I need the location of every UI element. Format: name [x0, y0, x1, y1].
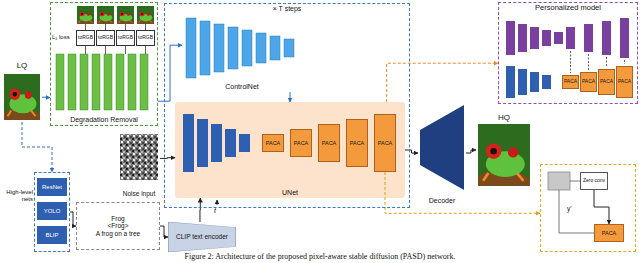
node-label: <Frog>	[108, 222, 129, 229]
connector	[160, 157, 175, 159]
connector	[158, 45, 182, 101]
unet: UNet PACA PACA PACA PACA PACA	[175, 102, 405, 198]
degradation-layers	[56, 6, 154, 110]
torgb-box: toRGB	[116, 30, 135, 46]
model-group: Personalized modelPACA PACA PACA PACA	[498, 2, 638, 104]
paca-block: PACA	[580, 72, 597, 92]
decoder: Decoder	[418, 100, 466, 206]
connector	[466, 150, 476, 153]
paca-block: PACA	[290, 129, 312, 157]
torgb-box: toRGB	[76, 30, 95, 46]
node-label: ControlNet	[225, 83, 258, 91]
network-box: BLIP	[37, 226, 67, 244]
loop-group: × T stepsControlNetUNet PACA PACA PACA PACA P…	[164, 3, 410, 208]
controlnet-layers	[186, 18, 294, 78]
node-label: A frog on a tree	[96, 230, 140, 237]
node-label: Decoder	[429, 197, 455, 205]
node-label: y'	[567, 205, 572, 212]
network-box: ResNet	[37, 178, 67, 196]
unet-band	[175, 102, 405, 198]
annotation-label: t	[214, 207, 216, 215]
annotation-label: L₁ loss	[52, 34, 70, 41]
node-label: PACA	[294, 140, 309, 146]
node-label: LQ	[17, 61, 28, 70]
node-label: × T steps	[273, 5, 302, 13]
node-label: Zero conv	[583, 178, 605, 184]
node-label: PACA	[350, 140, 365, 146]
paca-block: PACA	[346, 119, 368, 167]
node-label: High-level nets	[2, 189, 33, 203]
connector	[290, 92, 291, 102]
connector	[387, 63, 498, 102]
torgb-box: toRGB	[96, 30, 115, 46]
paca-block: PACA	[318, 124, 340, 162]
node-label: YOLO	[44, 208, 61, 215]
decoder-shape	[420, 105, 464, 190]
nets-group: High-level netsResNetYOLOBLIP	[34, 172, 70, 252]
image-panel: LQ	[2, 60, 42, 122]
torgb-box: toRGB	[136, 30, 155, 46]
image-lq	[4, 74, 40, 120]
node-label: CLIP text encoder	[176, 233, 228, 240]
node-label: PACA	[618, 79, 631, 85]
connector	[22, 122, 52, 172]
node-label: Frog	[111, 215, 124, 222]
node-label: toRGB	[78, 35, 93, 41]
node-label: toRGB	[138, 35, 153, 41]
node-label: UNet	[282, 189, 298, 197]
connector	[594, 190, 609, 224]
node-label: PACA	[564, 79, 577, 85]
noise-image	[120, 134, 158, 180]
zero-conv-box: Zero conv	[580, 172, 608, 190]
paca-block: PACA	[562, 75, 579, 89]
detail-group: y' Zero convPACA	[540, 164, 636, 252]
node-label: ResNet	[42, 184, 62, 191]
personalized-layers	[506, 18, 629, 98]
node-label: PACA	[600, 79, 613, 85]
module-group: Degradation Removal toRGB toRGB toRGB toRGB	[50, 2, 158, 126]
image-panel: HQ	[476, 112, 532, 188]
encoder-box: CLIP text encoder	[168, 222, 236, 252]
paca-block: PACA	[594, 224, 624, 242]
node-label: PACA	[322, 140, 337, 146]
node-label: HQ	[498, 113, 510, 122]
image-hq	[478, 124, 530, 186]
prompt-box: Frog<Frog>A frog on a tree	[76, 202, 160, 250]
node-label: PACA	[602, 230, 617, 236]
node-label: Degradation Removal	[70, 116, 138, 124]
figure-caption: Figure 2: Architecture of the proposed p…	[0, 253, 640, 262]
node-label: toRGB	[98, 35, 113, 41]
paca-block: PACA	[262, 134, 284, 152]
connector	[405, 150, 418, 153]
image-panel: Noise input	[118, 132, 160, 198]
node-label: BLIP	[45, 232, 58, 239]
network-box: YOLO	[37, 202, 67, 220]
timestep-arrow	[217, 200, 218, 205]
controlnet: ControlNet	[182, 14, 302, 92]
node-label: toRGB	[118, 35, 133, 41]
node-label: PACA	[582, 79, 595, 85]
node-label: PACA	[378, 140, 393, 146]
node-label: PACA	[266, 140, 281, 146]
paca-block: PACA	[616, 66, 633, 98]
paca-block: PACA	[374, 114, 396, 172]
connector	[160, 226, 168, 237]
paca-block: PACA	[598, 69, 615, 95]
connector	[199, 198, 200, 222]
connector	[42, 97, 50, 98]
node-label: Personalized model	[535, 4, 601, 13]
node-label: Noise input	[123, 190, 156, 197]
